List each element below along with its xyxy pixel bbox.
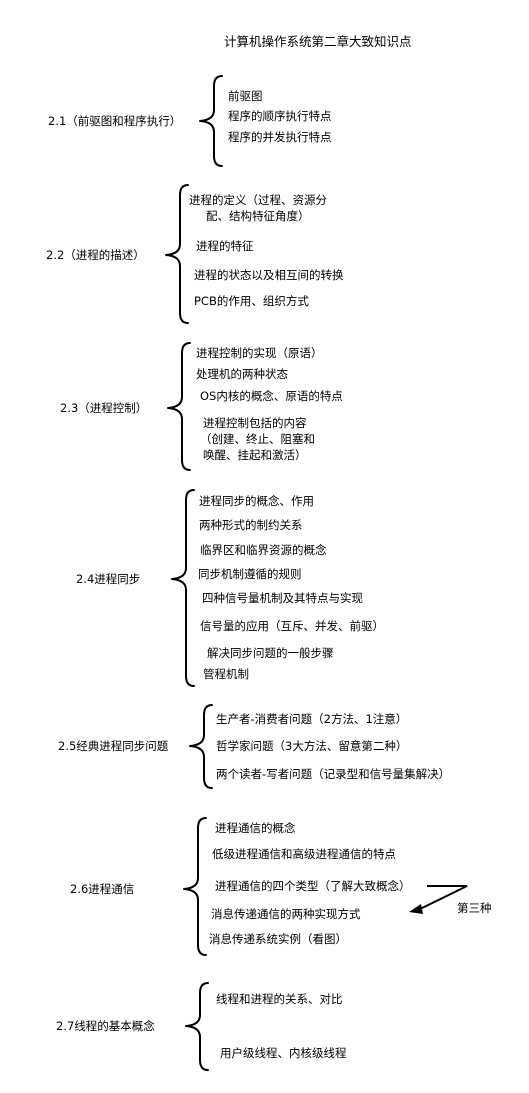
section-item: 两个读者-写者问题（记录型和信号量集解决） (216, 767, 451, 781)
brace-2-4 (171, 489, 195, 687)
section-label-2-7: 2.7线程的基本概念 (56, 1019, 155, 1033)
section-item: 用户级线程、内核级线程 (220, 1046, 347, 1060)
annotation-arrow-line (417, 885, 468, 911)
section-item: 程序的并发执行特点 (228, 130, 332, 144)
diagram-title: 计算机操作系统第二章大致知识点 (224, 34, 412, 49)
section-item: 两种形式的制约关系 (199, 518, 303, 532)
brace-2-7 (185, 982, 209, 1071)
section-label-2-6: 2.6进程通信 (70, 882, 135, 896)
section-item: 配、结构特征角度） (206, 209, 310, 223)
section-item: 进程通信的概念 (215, 821, 296, 835)
section-item: 进程控制的实现（原语） (196, 346, 323, 360)
section-item: 进程的特征 (196, 239, 254, 253)
section-item: 生产者-消费者问题（2方法、1注意） (216, 712, 408, 726)
section-item: 哲学家问题（3大方法、留意第二种） (216, 739, 408, 753)
section-item: 消息传递系统实例（看图） (209, 932, 347, 946)
section-item: 进程的状态以及相互间的转换 (194, 268, 344, 282)
section-item: 处理机的两种状态 (196, 367, 288, 381)
brace-2-2 (165, 184, 189, 324)
section-label-2-1: 2.1（前驱图和程序执行） (48, 114, 182, 128)
section-item: 前驱图 (228, 89, 263, 103)
section-item: 临界区和临界资源的概念 (200, 543, 327, 557)
section-item: 进程同步的概念、作用 (199, 494, 314, 508)
brace-2-5 (189, 704, 213, 789)
section-item: 管程机制 (203, 667, 249, 681)
section-item: （创建、终止、阻塞和 (200, 432, 315, 446)
brace-2-1 (199, 75, 223, 167)
section-label-2-5: 2.5经典进程同步问题 (58, 739, 169, 753)
section-item: OS内核的概念、原语的特点 (200, 389, 343, 403)
annotation-text: 第三种 (457, 901, 492, 915)
section-item: 信号量的应用（互斥、并发、前驱） (200, 619, 384, 633)
section-item: 程序的顺序执行特点 (228, 109, 332, 123)
section-item: 低级进程通信和高级进程通信的特点 (212, 847, 396, 861)
section-item: PCB的作用、组织方式 (194, 294, 309, 308)
section-item: 解决同步问题的一般步骤 (207, 646, 334, 660)
brace-2-3 (167, 342, 191, 471)
section-label-2-4: 2.4进程同步 (76, 572, 141, 586)
section-item: 进程的定义（过程、资源分 (189, 193, 327, 207)
section-label-2-2: 2.2（进程的描述） (46, 248, 145, 262)
brace-2-6 (183, 817, 207, 956)
annotation-arrow-head (409, 904, 423, 914)
section-item: 进程通信的四个类型（了解大致概念） (215, 879, 411, 893)
section-item: 四种信号量机制及其特点与实现 (202, 591, 363, 605)
section-item: 同步机制遵循的规则 (198, 567, 302, 581)
section-item: 唤醒、挂起和激活） (203, 448, 307, 462)
section-item: 进程控制包括的内容 (203, 416, 307, 430)
section-item: 线程和进程的关系、对比 (216, 992, 343, 1006)
section-item: 消息传递通信的两种实现方式 (211, 907, 361, 921)
section-label-2-3: 2.3（进程控制） (60, 401, 148, 415)
